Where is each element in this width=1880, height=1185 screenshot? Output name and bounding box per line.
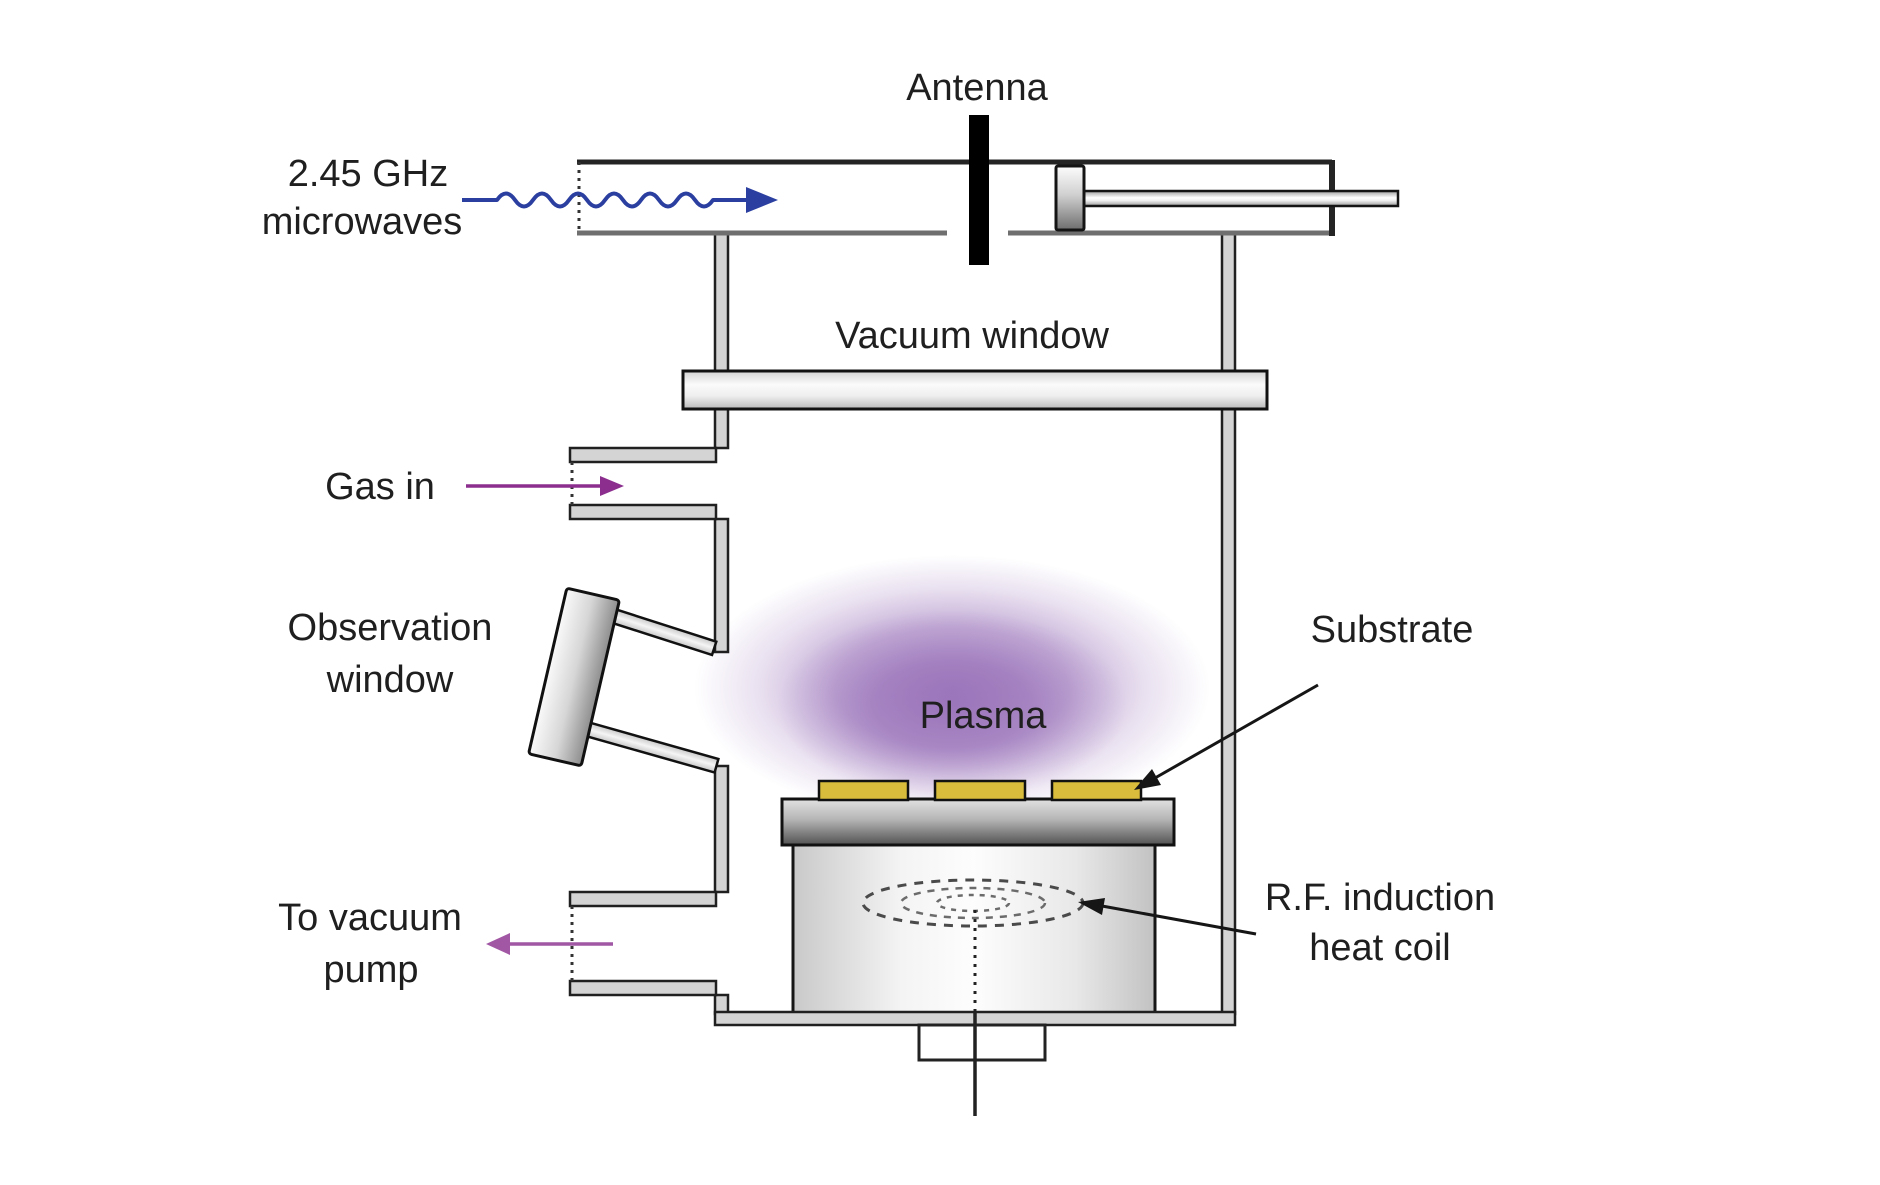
plasma-glow-core (777, 610, 1127, 800)
observation-window-assembly (527, 587, 720, 775)
substrate-chip (817, 779, 910, 802)
rf-coil-mid (899, 886, 1047, 920)
microwaves-label-line1: 2.45 GHz (288, 153, 449, 195)
substrate-label: Substrate (1311, 609, 1474, 651)
left-wall-mid (713, 517, 730, 654)
waveguide (577, 159, 1400, 236)
observation-window-label-line2: window (326, 659, 454, 701)
gas-in-arrowhead (600, 476, 624, 496)
vacuum-pump-label-line1: To vacuum (278, 897, 462, 939)
pump-port-top-wall (568, 890, 718, 908)
vacuum-window-label: Vacuum window (835, 315, 1109, 357)
plunger-rod (1082, 189, 1400, 208)
rf-coil-label-line2: heat coil (1309, 927, 1451, 969)
antenna-label: Antenna (906, 67, 1048, 109)
pump-arrowhead (486, 933, 510, 955)
rf-coil-leader-arrowhead (1078, 898, 1105, 915)
right-wall (1220, 231, 1237, 1016)
substrate-chip (933, 779, 1027, 802)
tuning-plunger-disk (1054, 164, 1086, 232)
plasma-label: Plasma (920, 695, 1048, 737)
vacuum-pump-label-line2: pump (323, 949, 418, 991)
gas-port-bottom-wall (568, 503, 718, 521)
left-wall-lower (713, 764, 730, 894)
rf-coil-leader-line (1101, 904, 1257, 936)
antenna-bar (969, 115, 989, 265)
rf-coil-inner (935, 893, 1011, 913)
substrate-leader-arrowhead (1134, 769, 1161, 790)
shaft-feedthrough-box (917, 1023, 1047, 1062)
observation-window-label-line1: Observation (288, 607, 493, 649)
pump-port-bottom-wall (568, 979, 718, 997)
substrate-leader-line (1154, 683, 1319, 780)
substrate-chips (817, 779, 1143, 802)
microwave-wave-arrow (462, 191, 750, 209)
vacuum-window-bar (681, 369, 1269, 411)
susceptor-plate (780, 797, 1176, 847)
microwaves-label-line2: microwaves (262, 201, 463, 243)
gas-port-top-wall (568, 446, 718, 464)
gas-in-label: Gas in (325, 466, 435, 508)
observation-port-lower-tube (572, 717, 720, 775)
left-wall-upper (713, 231, 730, 450)
microwave-arrowhead (746, 187, 778, 213)
substrate-chip (1050, 779, 1143, 802)
observation-window-glass (527, 587, 621, 767)
rf-coil-label-line1: R.F. induction (1265, 877, 1495, 919)
